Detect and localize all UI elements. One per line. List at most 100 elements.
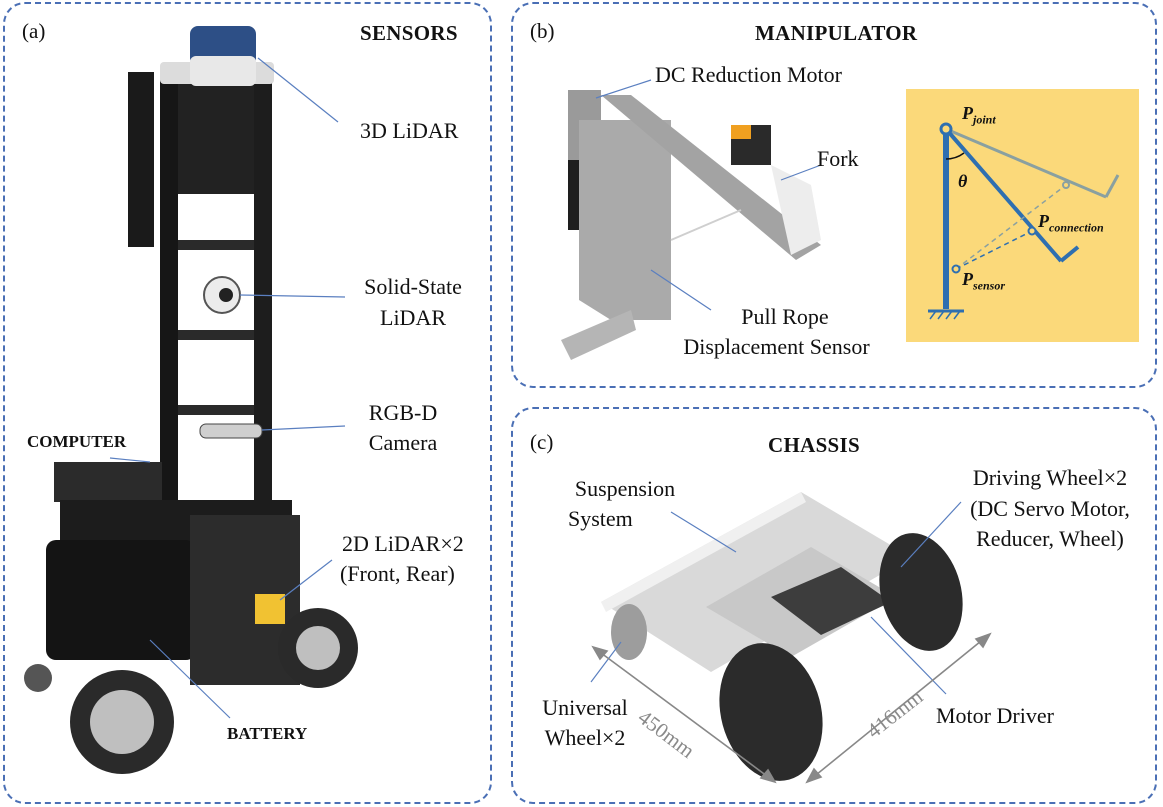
arm-reference-tip	[1104, 174, 1120, 198]
label-rgbd-1: RGB-D	[368, 400, 438, 425]
lidar-2d-front	[255, 594, 285, 624]
panel-a-letter: (a)	[22, 19, 46, 43]
mast-top-block	[178, 84, 254, 194]
fork-blade	[771, 165, 821, 255]
leader-3d-lidar	[257, 57, 339, 123]
mast-right-rail	[254, 70, 272, 530]
panel-c-letter: (c)	[530, 430, 554, 454]
leader-solid-state	[239, 294, 346, 298]
sensor-point	[951, 264, 961, 274]
dimension-416-arrow-start	[805, 767, 823, 784]
joint-point	[939, 122, 953, 136]
label-motor-driver: Motor Driver	[936, 703, 1054, 728]
label-3d-lidar: 3D LiDAR	[360, 118, 459, 143]
label-solid-state-2: LiDAR	[380, 305, 446, 330]
label-solid-state-1: Solid-State	[364, 274, 462, 299]
rear-wheel-hub	[90, 690, 154, 754]
label-driving-2: (DC Servo Motor,	[970, 496, 1130, 521]
label-dc-motor: DC Reduction Motor	[655, 62, 842, 87]
leader-universal-wheel	[590, 641, 622, 683]
kinematic-diagram: Pjoint θ Pconnection Psensor	[906, 89, 1139, 342]
leader-rgbd	[261, 425, 346, 431]
leader-suspension	[670, 511, 737, 553]
mast-left-rail	[160, 70, 178, 530]
rgbd-camera	[199, 423, 263, 439]
label-p-sensor: Psensor	[962, 269, 1005, 294]
mast-crossbar	[178, 405, 254, 415]
solid-state-lidar-lens	[219, 288, 233, 302]
lidar-3d-base	[190, 56, 256, 86]
leader-motor-driver	[870, 616, 947, 695]
label-2d-lidar-1: 2D LiDAR×2	[342, 531, 464, 556]
arm-rotated-tip	[1059, 245, 1080, 263]
motor-driver-box	[771, 567, 891, 635]
leader-fork	[780, 164, 822, 181]
label-rope-2: Displacement Sensor	[683, 334, 870, 359]
panel-manipulator	[511, 2, 1157, 388]
suspension-bar	[601, 492, 806, 612]
p-connection-sub: connection	[1049, 220, 1104, 235]
label-rope-1: Pull Rope	[741, 304, 829, 329]
chassis-illustration	[590, 492, 992, 784]
panel-b-letter: (b)	[530, 19, 555, 43]
robot-illustration	[24, 26, 358, 774]
p-joint-sub: joint	[973, 112, 996, 127]
panel-chassis	[511, 407, 1157, 804]
leader-2d-lidar	[279, 559, 333, 601]
panel-sensors	[3, 2, 492, 804]
manipulator-illustration	[561, 79, 822, 360]
dimension-450-arrow-end	[759, 768, 777, 784]
p-joint-base: P	[962, 103, 973, 123]
dimension-416-line	[810, 636, 987, 780]
battery-box	[46, 540, 196, 660]
leader-driving-wheel	[900, 501, 962, 568]
arm-rotated	[944, 127, 1063, 263]
label-battery: BATTERY	[227, 724, 308, 743]
label-driving-3: Reducer, Wheel)	[976, 526, 1124, 551]
p-connection-base: P	[1038, 211, 1049, 231]
dimension-450-line	[596, 649, 772, 780]
leader-computer	[109, 457, 151, 463]
pull-rope	[670, 209, 742, 241]
mount-plate	[579, 120, 671, 320]
theta-arc	[945, 152, 965, 160]
computer-box	[54, 462, 162, 502]
label-suspension-2: System	[568, 506, 633, 531]
leader-battery	[149, 639, 231, 719]
universal-wheel	[611, 604, 647, 660]
label-suspension-1: Suspension	[574, 476, 676, 501]
reference-point	[1062, 181, 1070, 189]
label-computer: COMPUTER	[27, 432, 127, 451]
caster-wheel	[24, 664, 52, 692]
arm-reference	[945, 127, 1107, 199]
label-fork: Fork	[817, 146, 859, 171]
driving-wheel-rear	[879, 533, 963, 651]
connection-point	[1027, 226, 1037, 236]
panel-b-heading: MANIPULATOR	[755, 21, 918, 45]
arm-sensor-tag	[731, 125, 751, 139]
panel-c-heading: CHASSIS	[768, 433, 860, 457]
mast-crossbar	[178, 240, 254, 250]
mounting-plate	[128, 72, 154, 247]
panel-a-heading: SENSORS	[360, 21, 458, 45]
leader-rope	[650, 269, 712, 311]
leader-motor	[595, 79, 652, 99]
label-2d-lidar-2: (Front, Rear)	[340, 561, 455, 586]
base-foot	[561, 310, 636, 360]
mast-crossbar	[178, 330, 254, 340]
kinematic-drawing	[928, 122, 1120, 320]
label-p-joint: Pjoint	[962, 103, 996, 128]
label-universal-2: Wheel×2	[544, 725, 626, 750]
front-wheel-hub	[296, 626, 340, 670]
dimension-450-arrow-start	[591, 645, 609, 661]
label-p-connection: Pconnection	[1038, 211, 1104, 236]
label-driving-1: Driving Wheel×2	[972, 465, 1128, 490]
fork-arm	[601, 95, 821, 260]
label-theta: θ	[958, 171, 968, 191]
p-sensor-sub: sensor	[973, 278, 1006, 293]
p-sensor-base: P	[962, 269, 973, 289]
label-rgbd-2: Camera	[368, 430, 438, 455]
rope-current	[955, 230, 1033, 270]
ground-hatch	[929, 310, 961, 320]
label-universal-1: Universal	[542, 695, 628, 720]
